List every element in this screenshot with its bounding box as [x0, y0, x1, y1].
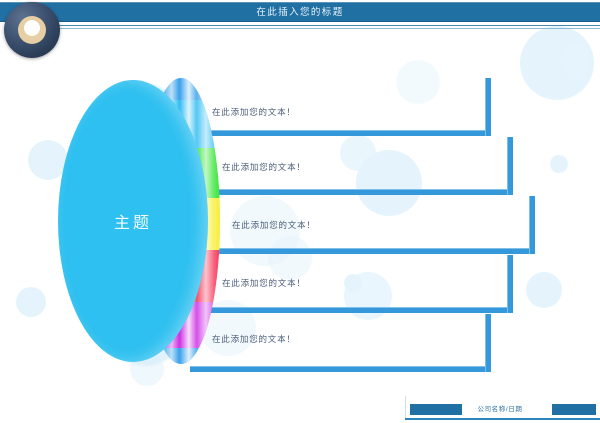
connector-bracket-3	[190, 196, 535, 254]
header-bar	[0, 2, 600, 22]
connector-vertical	[507, 255, 513, 313]
footer-block-right	[552, 404, 596, 415]
footer-block-left	[410, 404, 462, 415]
bubble	[526, 272, 562, 308]
connector-horizontal	[190, 189, 512, 195]
center-disc[interactable]: 主题	[56, 76, 236, 366]
segment-label-2[interactable]: 在此添加您的文本！	[222, 162, 306, 172]
page-title: 在此插入您的标题	[256, 7, 344, 18]
segment-label-4[interactable]: 在此添加您的文本！	[222, 278, 306, 288]
bubble	[560, 44, 590, 74]
footer-label: 公司名称/日期	[477, 406, 523, 413]
center-label: 主题	[113, 215, 152, 232]
connector-horizontal	[190, 307, 512, 313]
connector-horizontal	[190, 248, 534, 254]
logo-disc-icon	[4, 2, 60, 58]
connector-horizontal	[190, 366, 490, 372]
bubble	[356, 150, 422, 216]
header-divider	[28, 25, 600, 26]
connector-bracket-4	[190, 255, 513, 313]
segment-label-1[interactable]: 在此添加您的文本！	[212, 107, 296, 117]
disc-front-face[interactable]: 主题	[58, 80, 208, 362]
footer-rule	[405, 418, 600, 420]
connector-bracket-2	[190, 137, 513, 195]
connector-bracket-5	[190, 314, 491, 372]
segment-label-5[interactable]: 在此添加您的文本！	[212, 334, 296, 344]
connector-vertical	[485, 314, 491, 372]
logo-core-icon	[24, 20, 40, 36]
connector-vertical	[507, 137, 513, 195]
header-divider-secondary	[28, 28, 600, 29]
bubble	[550, 155, 568, 173]
bubble	[16, 287, 46, 317]
footer-divider	[405, 396, 406, 420]
connector-vertical	[485, 78, 491, 136]
connector-bracket-1	[190, 78, 491, 136]
bubble	[344, 274, 362, 292]
bubble	[396, 60, 440, 104]
connector-horizontal	[190, 130, 490, 136]
segment-label-3[interactable]: 在此添加您的文本！	[232, 220, 316, 230]
connector-vertical	[529, 196, 535, 254]
bubble	[268, 236, 312, 280]
